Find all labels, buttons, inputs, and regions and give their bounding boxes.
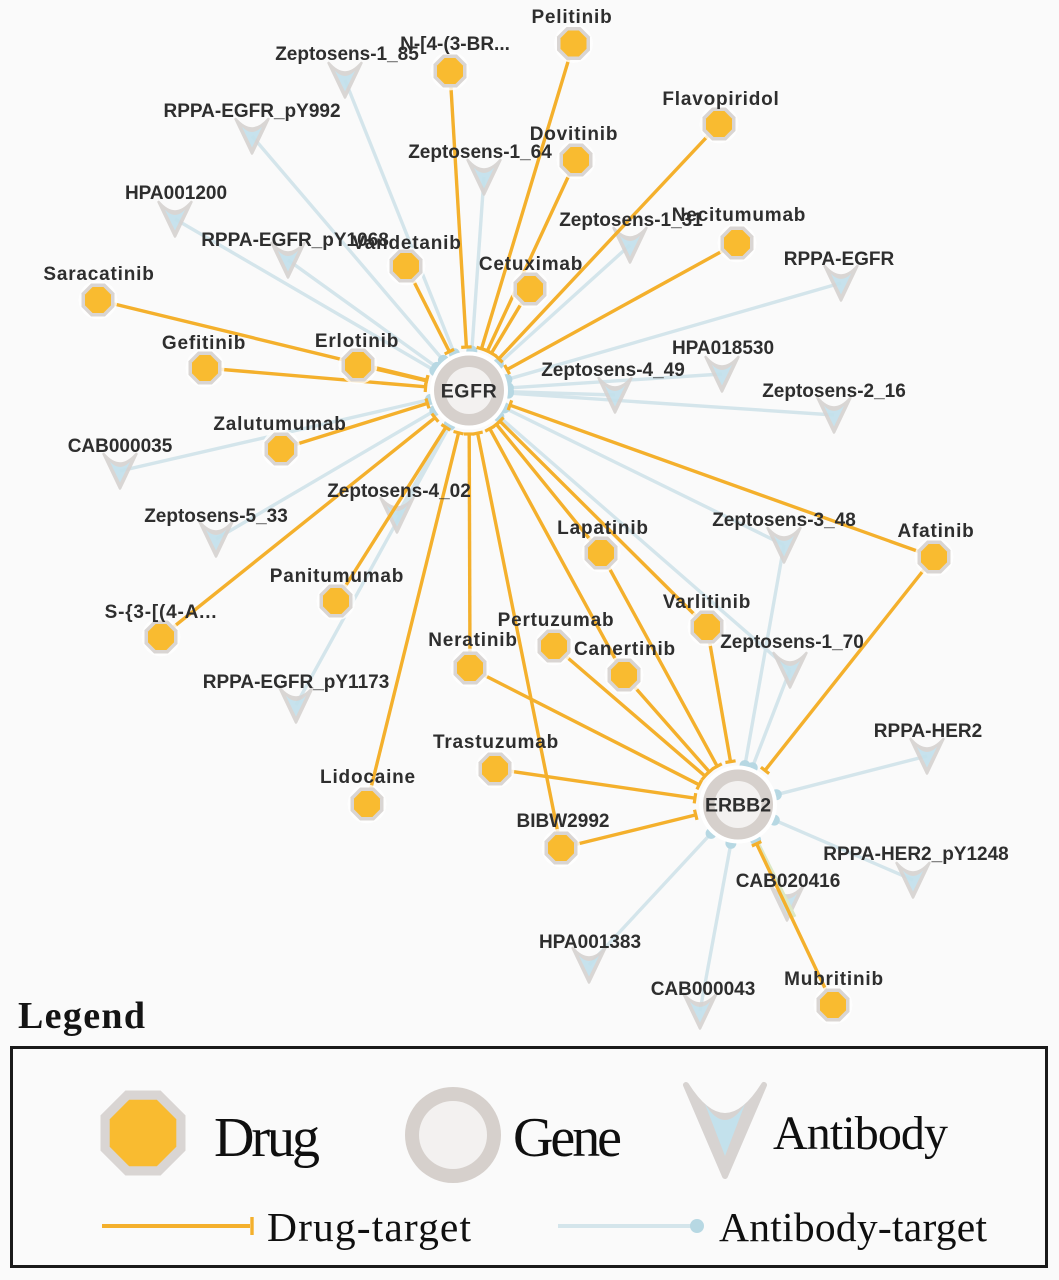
svg-text:HPA001200: HPA001200 <box>125 183 227 204</box>
svg-text:Zeptosens-2_16: Zeptosens-2_16 <box>762 381 906 402</box>
svg-text:EGFR: EGFR <box>441 381 498 403</box>
svg-text:Antibody-target: Antibody-target <box>719 1204 987 1250</box>
svg-text:RPPA-HER2_pY1248: RPPA-HER2_pY1248 <box>823 844 1009 865</box>
svg-text:Drug-target: Drug-target <box>267 1204 471 1250</box>
svg-text:Pelitinib: Pelitinib <box>531 7 612 28</box>
svg-text:HPA018530: HPA018530 <box>672 338 774 359</box>
svg-text:Vandetanib: Vandetanib <box>352 233 461 254</box>
svg-text:Drug: Drug <box>214 1107 320 1169</box>
svg-text:RPPA-HER2: RPPA-HER2 <box>874 721 982 742</box>
svg-text:BIBW2992: BIBW2992 <box>517 811 610 832</box>
svg-text:Cetuximab: Cetuximab <box>479 254 583 275</box>
svg-text:Neratinib: Neratinib <box>428 630 518 651</box>
svg-text:Gene: Gene <box>513 1107 622 1169</box>
svg-text:Saracatinib: Saracatinib <box>43 264 154 285</box>
svg-text:Zeptosens-4_02: Zeptosens-4_02 <box>327 481 471 502</box>
svg-text:Gefitinib: Gefitinib <box>162 333 246 354</box>
svg-text:Zeptosens-5_33: Zeptosens-5_33 <box>144 506 288 527</box>
svg-text:Lidocaine: Lidocaine <box>320 767 416 788</box>
svg-text:Zeptosens-3_48: Zeptosens-3_48 <box>712 510 856 531</box>
svg-text:CAB020416: CAB020416 <box>736 871 841 892</box>
svg-text:HPA001383: HPA001383 <box>539 932 641 953</box>
svg-text:Panitumumab: Panitumumab <box>270 566 404 587</box>
svg-text:Trastuzumab: Trastuzumab <box>433 732 559 753</box>
svg-text:Mubritinib: Mubritinib <box>784 969 884 990</box>
svg-text:Zeptosens-1_85: Zeptosens-1_85 <box>275 44 419 65</box>
svg-text:Varlitinib: Varlitinib <box>663 592 751 613</box>
svg-text:Zeptosens-1_31: Zeptosens-1_31 <box>559 210 703 231</box>
svg-text:RPPA-EGFR_pY992: RPPA-EGFR_pY992 <box>163 101 340 122</box>
svg-text:Zeptosens-4_49: Zeptosens-4_49 <box>541 360 685 381</box>
svg-text:RPPA-EGFR_pY1173: RPPA-EGFR_pY1173 <box>203 672 390 693</box>
svg-text:RPPA-EGFR_pY1068: RPPA-EGFR_pY1068 <box>201 230 389 251</box>
svg-text:S-{3-[(4-A...: S-{3-[(4-A... <box>105 602 218 623</box>
svg-text:Flavopiridol: Flavopiridol <box>662 89 779 110</box>
svg-text:CAB000035: CAB000035 <box>68 436 173 457</box>
svg-text:Pertuzumab: Pertuzumab <box>498 610 615 631</box>
svg-text:Antibody: Antibody <box>773 1107 948 1160</box>
svg-text:ERBB2: ERBB2 <box>705 795 771 817</box>
svg-text:Lapatinib: Lapatinib <box>557 518 649 539</box>
svg-text:Erlotinib: Erlotinib <box>315 331 399 352</box>
svg-text:Afatinib: Afatinib <box>897 521 974 542</box>
svg-text:Legend: Legend <box>18 995 145 1037</box>
svg-text:Canertinib: Canertinib <box>574 639 676 660</box>
svg-text:Zeptosens-1_70: Zeptosens-1_70 <box>720 632 864 653</box>
svg-text:RPPA-EGFR: RPPA-EGFR <box>784 249 895 270</box>
svg-text:N-[4-(3-BR...: N-[4-(3-BR... <box>400 34 510 55</box>
svg-text:Necitumumab: Necitumumab <box>672 205 806 226</box>
svg-text:CAB000043: CAB000043 <box>651 979 756 1000</box>
svg-text:Dovitinib: Dovitinib <box>530 124 618 145</box>
svg-text:Zalutumumab: Zalutumumab <box>213 414 346 435</box>
svg-text:Zeptosens-1_64: Zeptosens-1_64 <box>408 142 552 163</box>
